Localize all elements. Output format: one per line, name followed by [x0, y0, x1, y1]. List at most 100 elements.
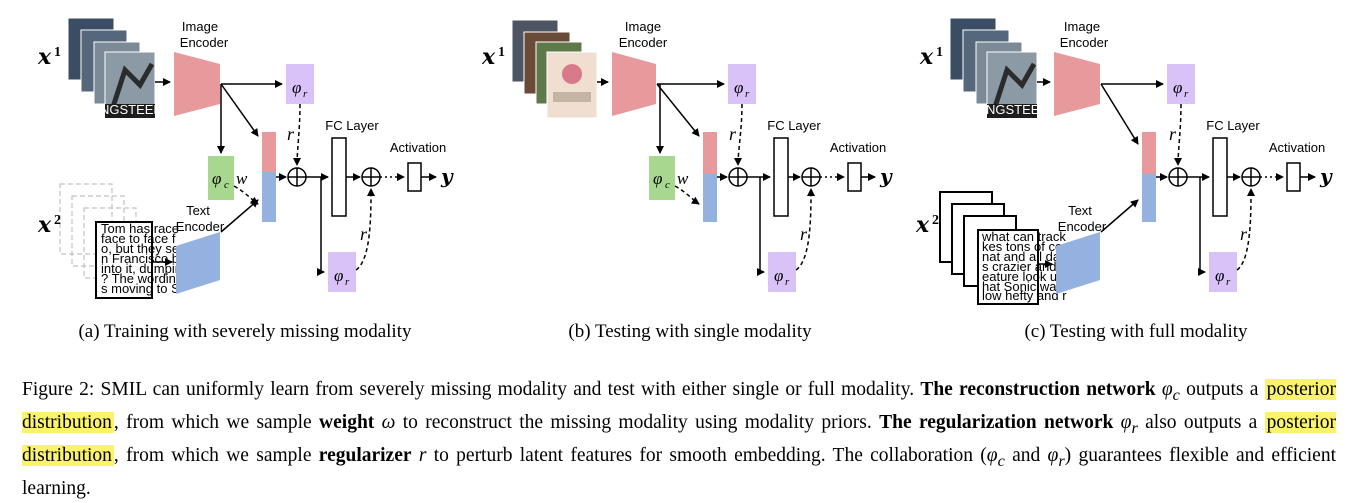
text-card-line: Tom has race — [101, 221, 179, 236]
r-label-bottom: r — [360, 224, 368, 244]
r-label-bottom: r — [1240, 224, 1248, 244]
caption-math: φ — [986, 444, 998, 466]
caption-math: φ — [1113, 411, 1132, 433]
fc-layer — [773, 137, 789, 217]
text-card-line: what can track — [981, 229, 1066, 244]
caption-bold: The reconstruction network — [920, 379, 1156, 400]
text-card-line: low hefty and r — [982, 288, 1067, 303]
image-feature — [1142, 132, 1156, 174]
input-image-label: x — [919, 44, 934, 70]
caption-text: also outputs a — [1137, 411, 1265, 433]
text-card-line: kes tons of co — [982, 239, 1062, 254]
caption-math-sub: r — [1058, 451, 1065, 470]
fc-layer — [331, 137, 347, 217]
caption-math: r — [418, 444, 427, 466]
subcaption-c: (c) Testing with full modality — [1024, 321, 1248, 342]
phi-r-top-symbol: φ — [292, 78, 301, 97]
method-diagram: SPRINGSTEEN & I x 1 Image Encoder φ r φ … — [37, 17, 1333, 342]
activation-label: Activation — [1269, 140, 1325, 155]
phi-r-bottom-symbol: φ — [334, 266, 343, 285]
text-encoder — [176, 232, 220, 294]
caption-text: Figure 2: SMIL can uniformly learn from … — [22, 379, 921, 400]
poster-caption: SPRINGSTEEN & I — [70, 102, 183, 117]
input-image-label: x — [481, 44, 496, 70]
caption-math: φ — [1155, 379, 1173, 400]
phi-r-top-sub: r — [303, 88, 308, 100]
figure-caption: Figure 2: SMIL can uniformly learn from … — [22, 376, 1336, 503]
image-stack — [511, 19, 598, 119]
fc-label: FC Layer — [325, 118, 379, 133]
caption-bold: weight — [319, 411, 375, 433]
phi-r-top-symbol: φ — [1173, 78, 1182, 97]
text-card-line: o, but they se — [101, 241, 179, 256]
text-feature — [1142, 174, 1156, 222]
activation-box — [1286, 162, 1301, 192]
phi-r-bottom-sub: r — [345, 276, 350, 288]
phi-r-top-symbol: φ — [734, 78, 743, 97]
input-text-sup: 2 — [932, 213, 939, 228]
fc-label: FC Layer — [1206, 118, 1260, 133]
text-card-line: nat and all dar — [982, 249, 1065, 264]
text-card-line: into it, dumpin — [101, 261, 182, 276]
input-text-label: x — [915, 212, 930, 238]
image-encoder-label-2: Encoder — [180, 35, 229, 50]
input-text-label: x — [37, 212, 52, 238]
output-y: y — [879, 164, 893, 188]
text-stack — [939, 191, 1039, 305]
image-encoder-label-1: Image — [625, 19, 661, 34]
fc-layer — [1212, 137, 1228, 217]
image-feature — [262, 132, 276, 172]
activation-label: Activation — [390, 140, 446, 155]
output-y: y — [1319, 164, 1333, 188]
phi-r-bottom-symbol: φ — [774, 266, 783, 285]
text-encoder — [1056, 232, 1100, 294]
fc-label: FC Layer — [767, 118, 821, 133]
phi-r-bottom-sub: r — [785, 276, 790, 288]
phi-r-top-sub: r — [745, 88, 750, 100]
text-encoder-label-2: Encoder — [176, 219, 225, 234]
phi-c-sub: c — [665, 179, 670, 191]
text-card-line: s moving to S — [101, 281, 180, 296]
subcaption-a: (a) Training with severely missing modal… — [78, 321, 412, 342]
r-label-bottom: r — [800, 224, 808, 244]
phi-r-bottom-sub: r — [1226, 276, 1231, 288]
poster-caption: SPRINGSTEEN & I — [956, 102, 1069, 117]
image-encoder — [612, 52, 656, 116]
text-card-line: face to face f — [101, 231, 176, 246]
caption-math: ω — [374, 411, 396, 433]
text-encoder-label-1: Text — [186, 203, 210, 218]
caption-math-sub: c — [997, 451, 1005, 470]
image-encoder-label-2: Encoder — [1060, 35, 1109, 50]
image-encoder — [1054, 52, 1100, 116]
phi-r-top — [728, 64, 756, 104]
panel-c: SPRINGSTEEN & I x 1 Image Encoder φ r wh… — [915, 17, 1333, 342]
image-encoder — [174, 52, 220, 116]
r-label-top: r — [287, 124, 295, 144]
text-card-line: s crazier and — [982, 259, 1056, 274]
activation-box — [847, 162, 862, 192]
phi-c — [649, 156, 675, 200]
w-label: w — [677, 169, 689, 188]
text-card-line: hat Sonic was — [982, 279, 1063, 294]
text-encoder-label-1: Text — [1068, 203, 1092, 218]
r-label-top: r — [729, 124, 737, 144]
caption-text: , from which we sample — [113, 444, 319, 466]
input-image-label: x — [37, 44, 52, 70]
caption-text: to reconstruct the missing modality usin… — [395, 411, 880, 433]
caption-math-sub: r — [1131, 418, 1138, 437]
phi-c-symbol: φ — [212, 169, 221, 188]
subcaption-b: (b) Testing with single modality — [568, 321, 812, 342]
image-encoder-label-2: Encoder — [619, 35, 668, 50]
image-stack — [949, 17, 1038, 119]
activation-label: Activation — [830, 140, 886, 155]
text-encoder-label-2: Encoder — [1058, 219, 1107, 234]
w-label: w — [236, 169, 248, 188]
input-image-sup: 1 — [498, 45, 505, 60]
caption-math: φ — [1047, 444, 1059, 466]
caption-text: ) guarantees flexible and efficient lear… — [22, 444, 1336, 499]
caption-math-sub: c — [1172, 385, 1180, 404]
panel-b: x 1 Image Encoder φ r φ c w FC Layer Act… — [481, 19, 893, 342]
phi-r-bottom — [1209, 252, 1237, 292]
phi-r-top — [286, 64, 314, 104]
phi-c-sub: c — [224, 179, 229, 191]
